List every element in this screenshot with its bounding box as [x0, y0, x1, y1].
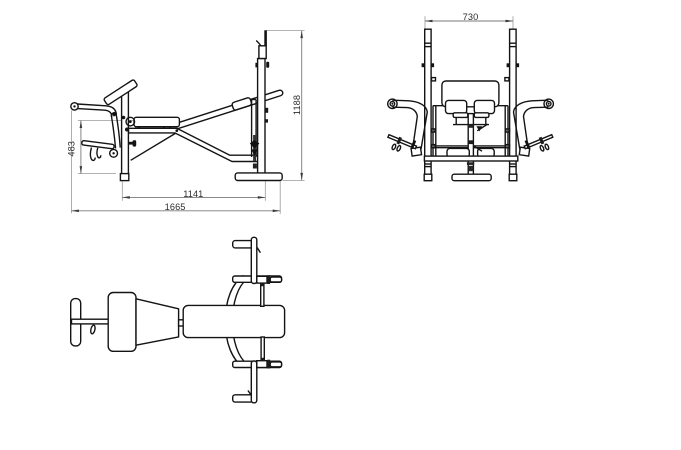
svg-text:1665: 1665: [165, 202, 186, 212]
svg-text:730: 730: [463, 12, 479, 22]
svg-text:1141: 1141: [183, 189, 203, 199]
svg-text:1188: 1188: [292, 95, 302, 115]
svg-text:483: 483: [67, 141, 77, 157]
